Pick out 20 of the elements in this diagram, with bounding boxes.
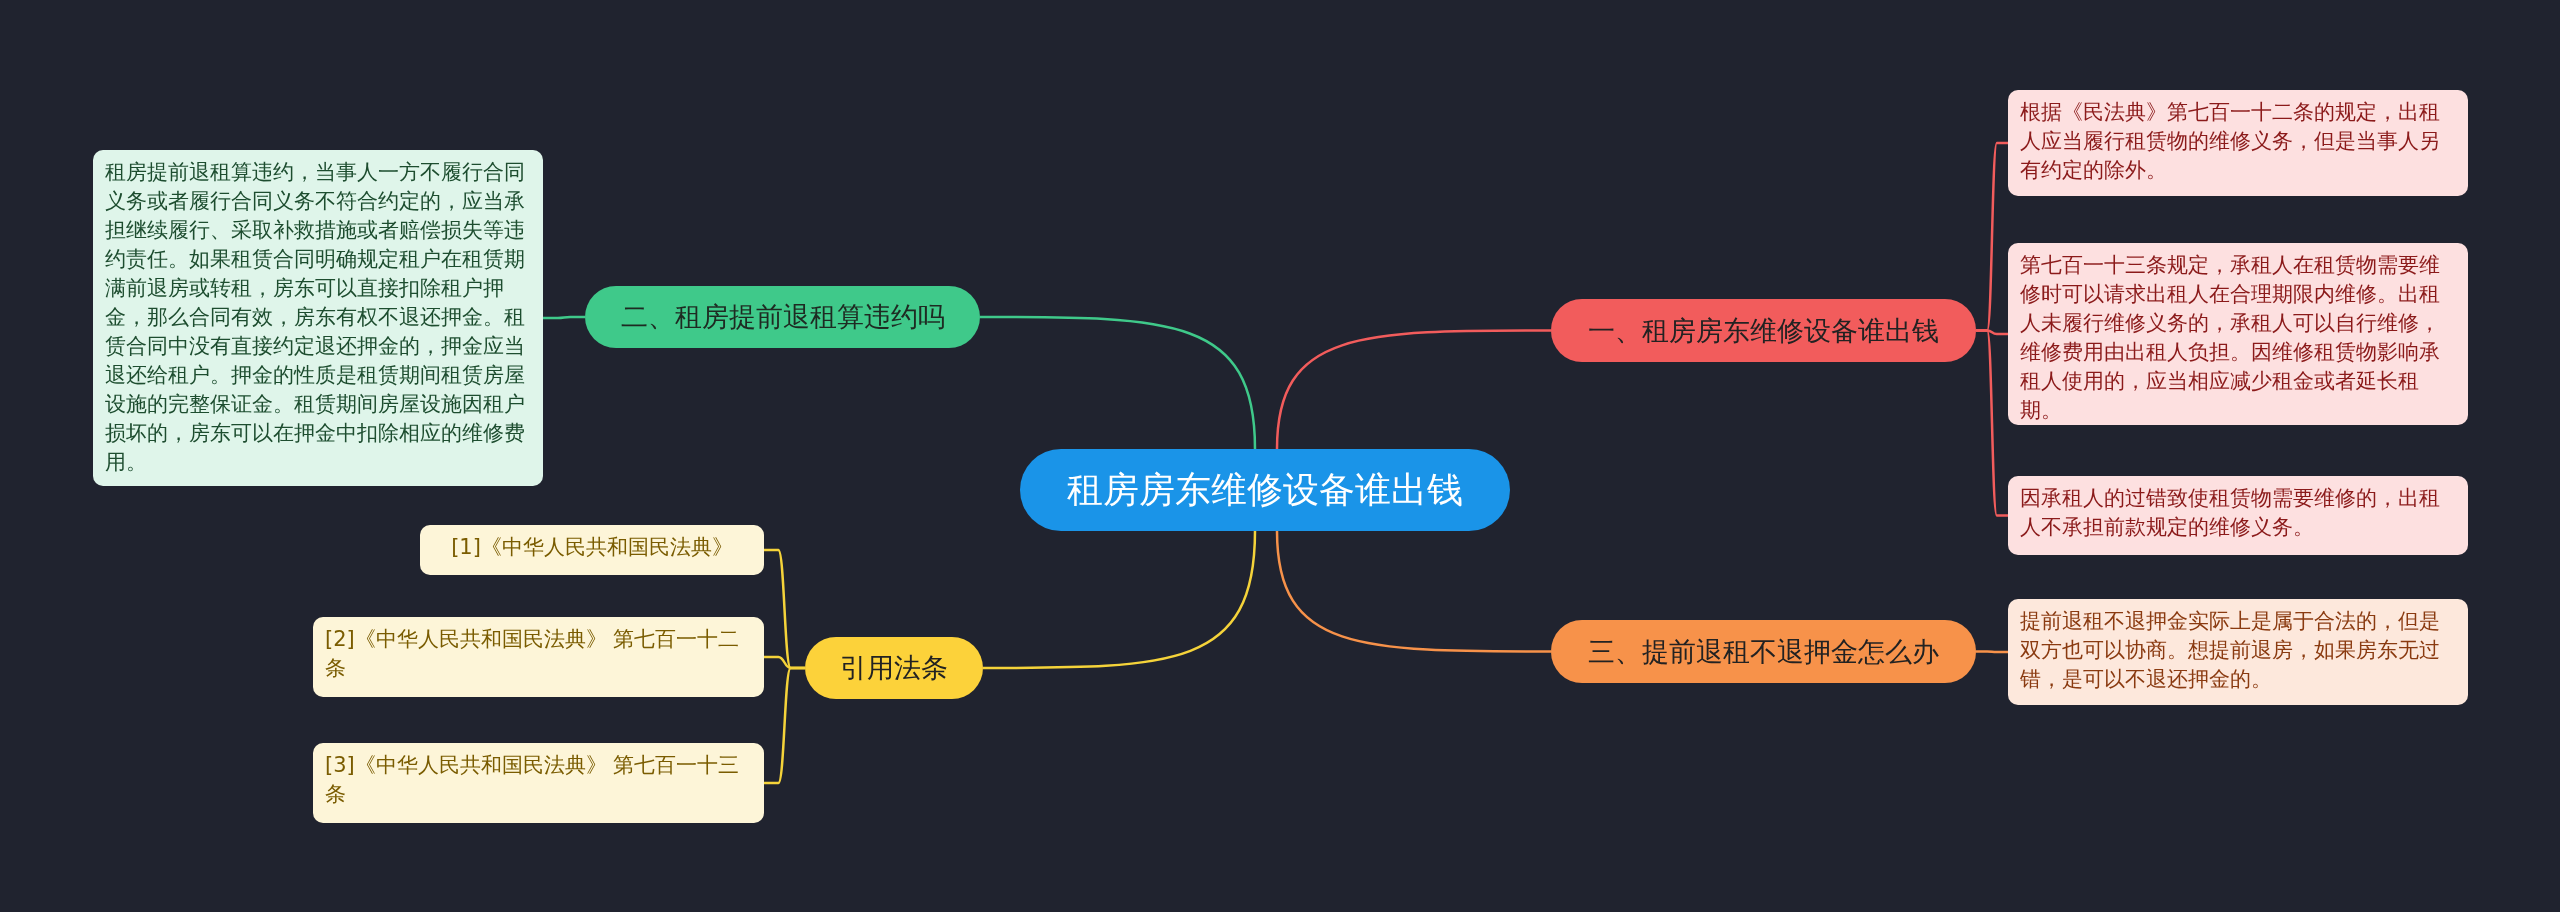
connector-line bbox=[983, 530, 1257, 670]
reference-box: [2]《中华人民共和国民法典》 第七百一十二条 bbox=[313, 617, 764, 697]
note-box: 租房提前退租算违约，当事人一方不履行合同义务或者履行合同义务不符合约定的，应当承担继续履行、采取补救措施或者赔偿损失等违约责任。如果租赁合同明确规定租户在租赁期满前退房或转租，房东可以直接扣除租户押金，那么合同有效，房东有权不退还押金。租赁合同中没有直接约定退还押金的，押金应当退还给租户。押金的性质是租赁期间租赁房屋设施的完整保证金。租赁期间房屋设施因租户损坏的，房东可以在押金中扣除相应的维修费用。 bbox=[93, 150, 543, 486]
note-box: 因承租人的过错致使租赁物需要维修的，出租人不承担前款规定的维修义务。 bbox=[2008, 476, 2468, 555]
topic-box: 引用法条 bbox=[805, 637, 983, 699]
topic-box: 二、租房提前退租算违约吗 bbox=[585, 286, 980, 348]
central-topic: 租房房东维修设备谁出钱 bbox=[1020, 449, 1510, 531]
connector-line bbox=[1275, 530, 1551, 653]
topic-box: 一、租房房东维修设备谁出钱 bbox=[1551, 299, 1976, 362]
reference-box: [3]《中华人民共和国民法典》 第七百一十三条 bbox=[313, 743, 764, 823]
note-box: 提前退租不退押金实际上是属于合法的，但是双方也可以协商。想提前退房，如果房东无过错，是可以不退还押金的。 bbox=[2008, 599, 2468, 705]
connector-line bbox=[543, 315, 585, 320]
connector-line bbox=[1275, 329, 1551, 450]
connector-line bbox=[1976, 650, 2008, 654]
topic-box: 三、提前退租不退押金怎么办 bbox=[1551, 620, 1976, 683]
note-box: 根据《民法典》第七百一十二条的规定，出租人应当履行租赁物的维修义务，但是当事人另有约定的除外。 bbox=[2008, 90, 2468, 196]
note-box: 第七百一十三条规定，承租人在租赁物需要维修时可以请求出租人在合理期限内维修。出租人未履行维修义务的，承租人可以自行维修，维修费用由出租人负担。因维修租赁物影响承租人使用的，应当相应减少租金或者延长租期。 bbox=[2008, 243, 2468, 425]
reference-box: [1]《中华人民共和国民法典》 bbox=[420, 525, 764, 575]
connector-line bbox=[1976, 329, 2008, 517]
connector-line bbox=[980, 315, 1257, 450]
